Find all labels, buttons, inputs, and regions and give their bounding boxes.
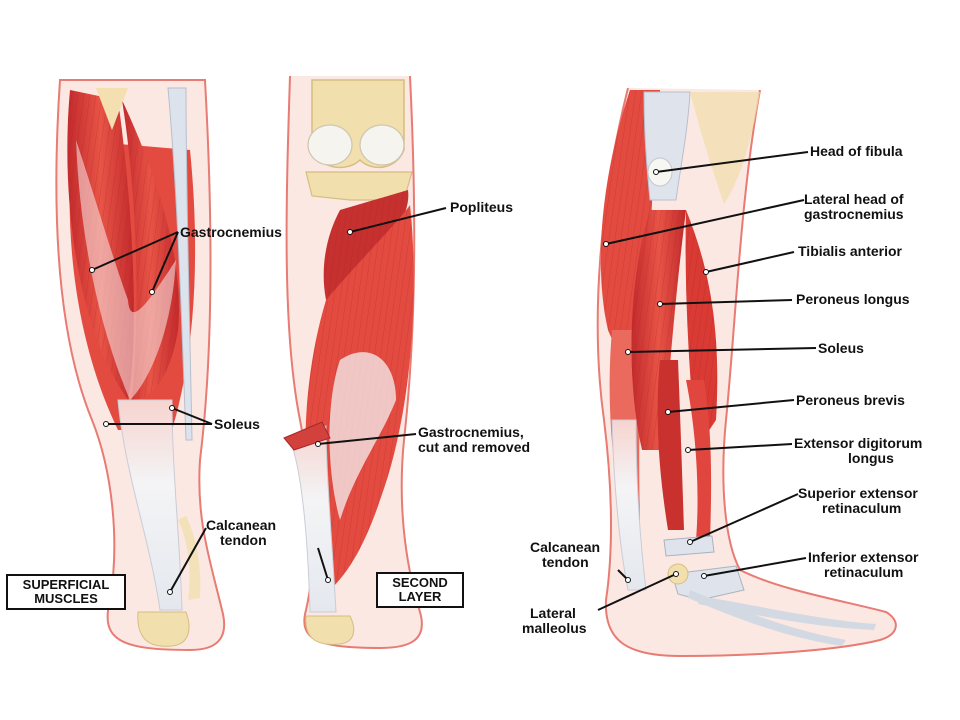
label-inf-ret-line1: Inferior extensor	[808, 549, 919, 565]
label-peroneus-longus: Peroneus longus	[796, 291, 910, 307]
superficial-box-line2: MUSCLES	[34, 591, 98, 606]
lateral-calcanean-tendon	[611, 419, 647, 591]
label-head-of-fibula: Head of fibula	[810, 143, 903, 159]
superior-extensor-retinaculum	[663, 535, 715, 557]
second-heel-bone	[305, 615, 355, 645]
foot-tendons	[698, 596, 876, 630]
label-gastrocnemius: Gastrocnemius	[180, 224, 282, 240]
superficial-leg	[55, 79, 226, 652]
label-lateral-head-gastrocnemius: Lateral head of gastrocnemius	[804, 192, 904, 222]
superficial-heel-bone	[137, 611, 190, 647]
peroneus-brevis	[657, 360, 684, 530]
extensor-digitorum-longus	[686, 380, 712, 540]
second-box-line2: LAYER	[398, 589, 442, 604]
label-extensor-dig-line1: Extensor digitorum	[794, 435, 923, 451]
label-sup-ret-line2: retinaculum	[822, 500, 902, 516]
lateral-condyle	[359, 124, 405, 166]
label-lateral-malleolus-line1: Lateral	[530, 605, 576, 621]
superficial-calcanean-tendon	[117, 399, 183, 611]
soleus-aponeurosis	[329, 352, 396, 520]
leader-dots	[89, 169, 709, 595]
label-inf-ret-line2: retinaculum	[824, 564, 904, 580]
gastrocnemius-cut-end	[283, 421, 331, 451]
thigh-fascia	[690, 92, 760, 204]
foot-tendons-2	[688, 590, 846, 646]
label-soleus: Soleus	[214, 416, 260, 432]
superficial-tendon-strap	[167, 87, 193, 441]
superficial-popliteal-fossa	[96, 88, 128, 130]
medial-condyle	[307, 124, 353, 166]
label-lateral-head-line2: gastrocnemius	[804, 206, 904, 222]
label-superior-extensor-retinaculum: Superior extensor retinaculum	[798, 486, 918, 516]
superficial-box-line1: SUPERFICIAL	[22, 577, 110, 592]
lateral-view-leg	[596, 87, 897, 658]
label-calcanean-tendon-left: Calcanean tendon	[206, 518, 276, 548]
label-gastrocnemius-cut: Gastrocnemius, cut and removed	[418, 425, 530, 455]
label-calcanean-left-line2: tendon	[220, 532, 267, 548]
label-lateral-malleolus: Lateral malleolus	[522, 606, 587, 636]
label-tibialis-anterior: Tibialis anterior	[798, 243, 902, 259]
second-layer-leg	[283, 75, 423, 650]
label-calcanean-right-line2: tendon	[542, 554, 589, 570]
label-calcanean-right-line1: Calcanean	[530, 539, 601, 555]
label-extensor-digitorum-longus: Extensor digitorum longus	[794, 436, 922, 466]
label-inferior-extensor-retinaculum: Inferior extensor retinaculum	[808, 550, 918, 580]
label-extensor-dig-line2: longus	[848, 450, 894, 466]
label-calcanean-left-line1: Calcanean	[206, 517, 277, 533]
second-layer-box: SECOND LAYER	[376, 572, 464, 608]
label-calcanean-tendon-right: Calcanean tendon	[530, 540, 600, 570]
label-popliteus: Popliteus	[450, 199, 514, 215]
label-lateral-malleolus-line2: malleolus	[522, 620, 587, 636]
superficial-muscles-box: SUPERFICIAL MUSCLES	[6, 574, 126, 610]
gastrocnemius-aponeurosis	[76, 140, 176, 400]
label-gastro-cut-line2: cut and removed	[418, 439, 531, 455]
label-soleus-right: Soleus	[818, 340, 864, 356]
label-gastro-cut-line1: Gastrocnemius,	[418, 424, 524, 440]
second-box-line1: SECOND	[392, 575, 448, 590]
label-peroneus-brevis: Peroneus brevis	[796, 392, 905, 408]
label-lateral-head-line1: Lateral head of	[804, 191, 904, 207]
leader-lines	[91, 151, 817, 611]
label-sup-ret-line1: Superior extensor	[798, 485, 918, 501]
